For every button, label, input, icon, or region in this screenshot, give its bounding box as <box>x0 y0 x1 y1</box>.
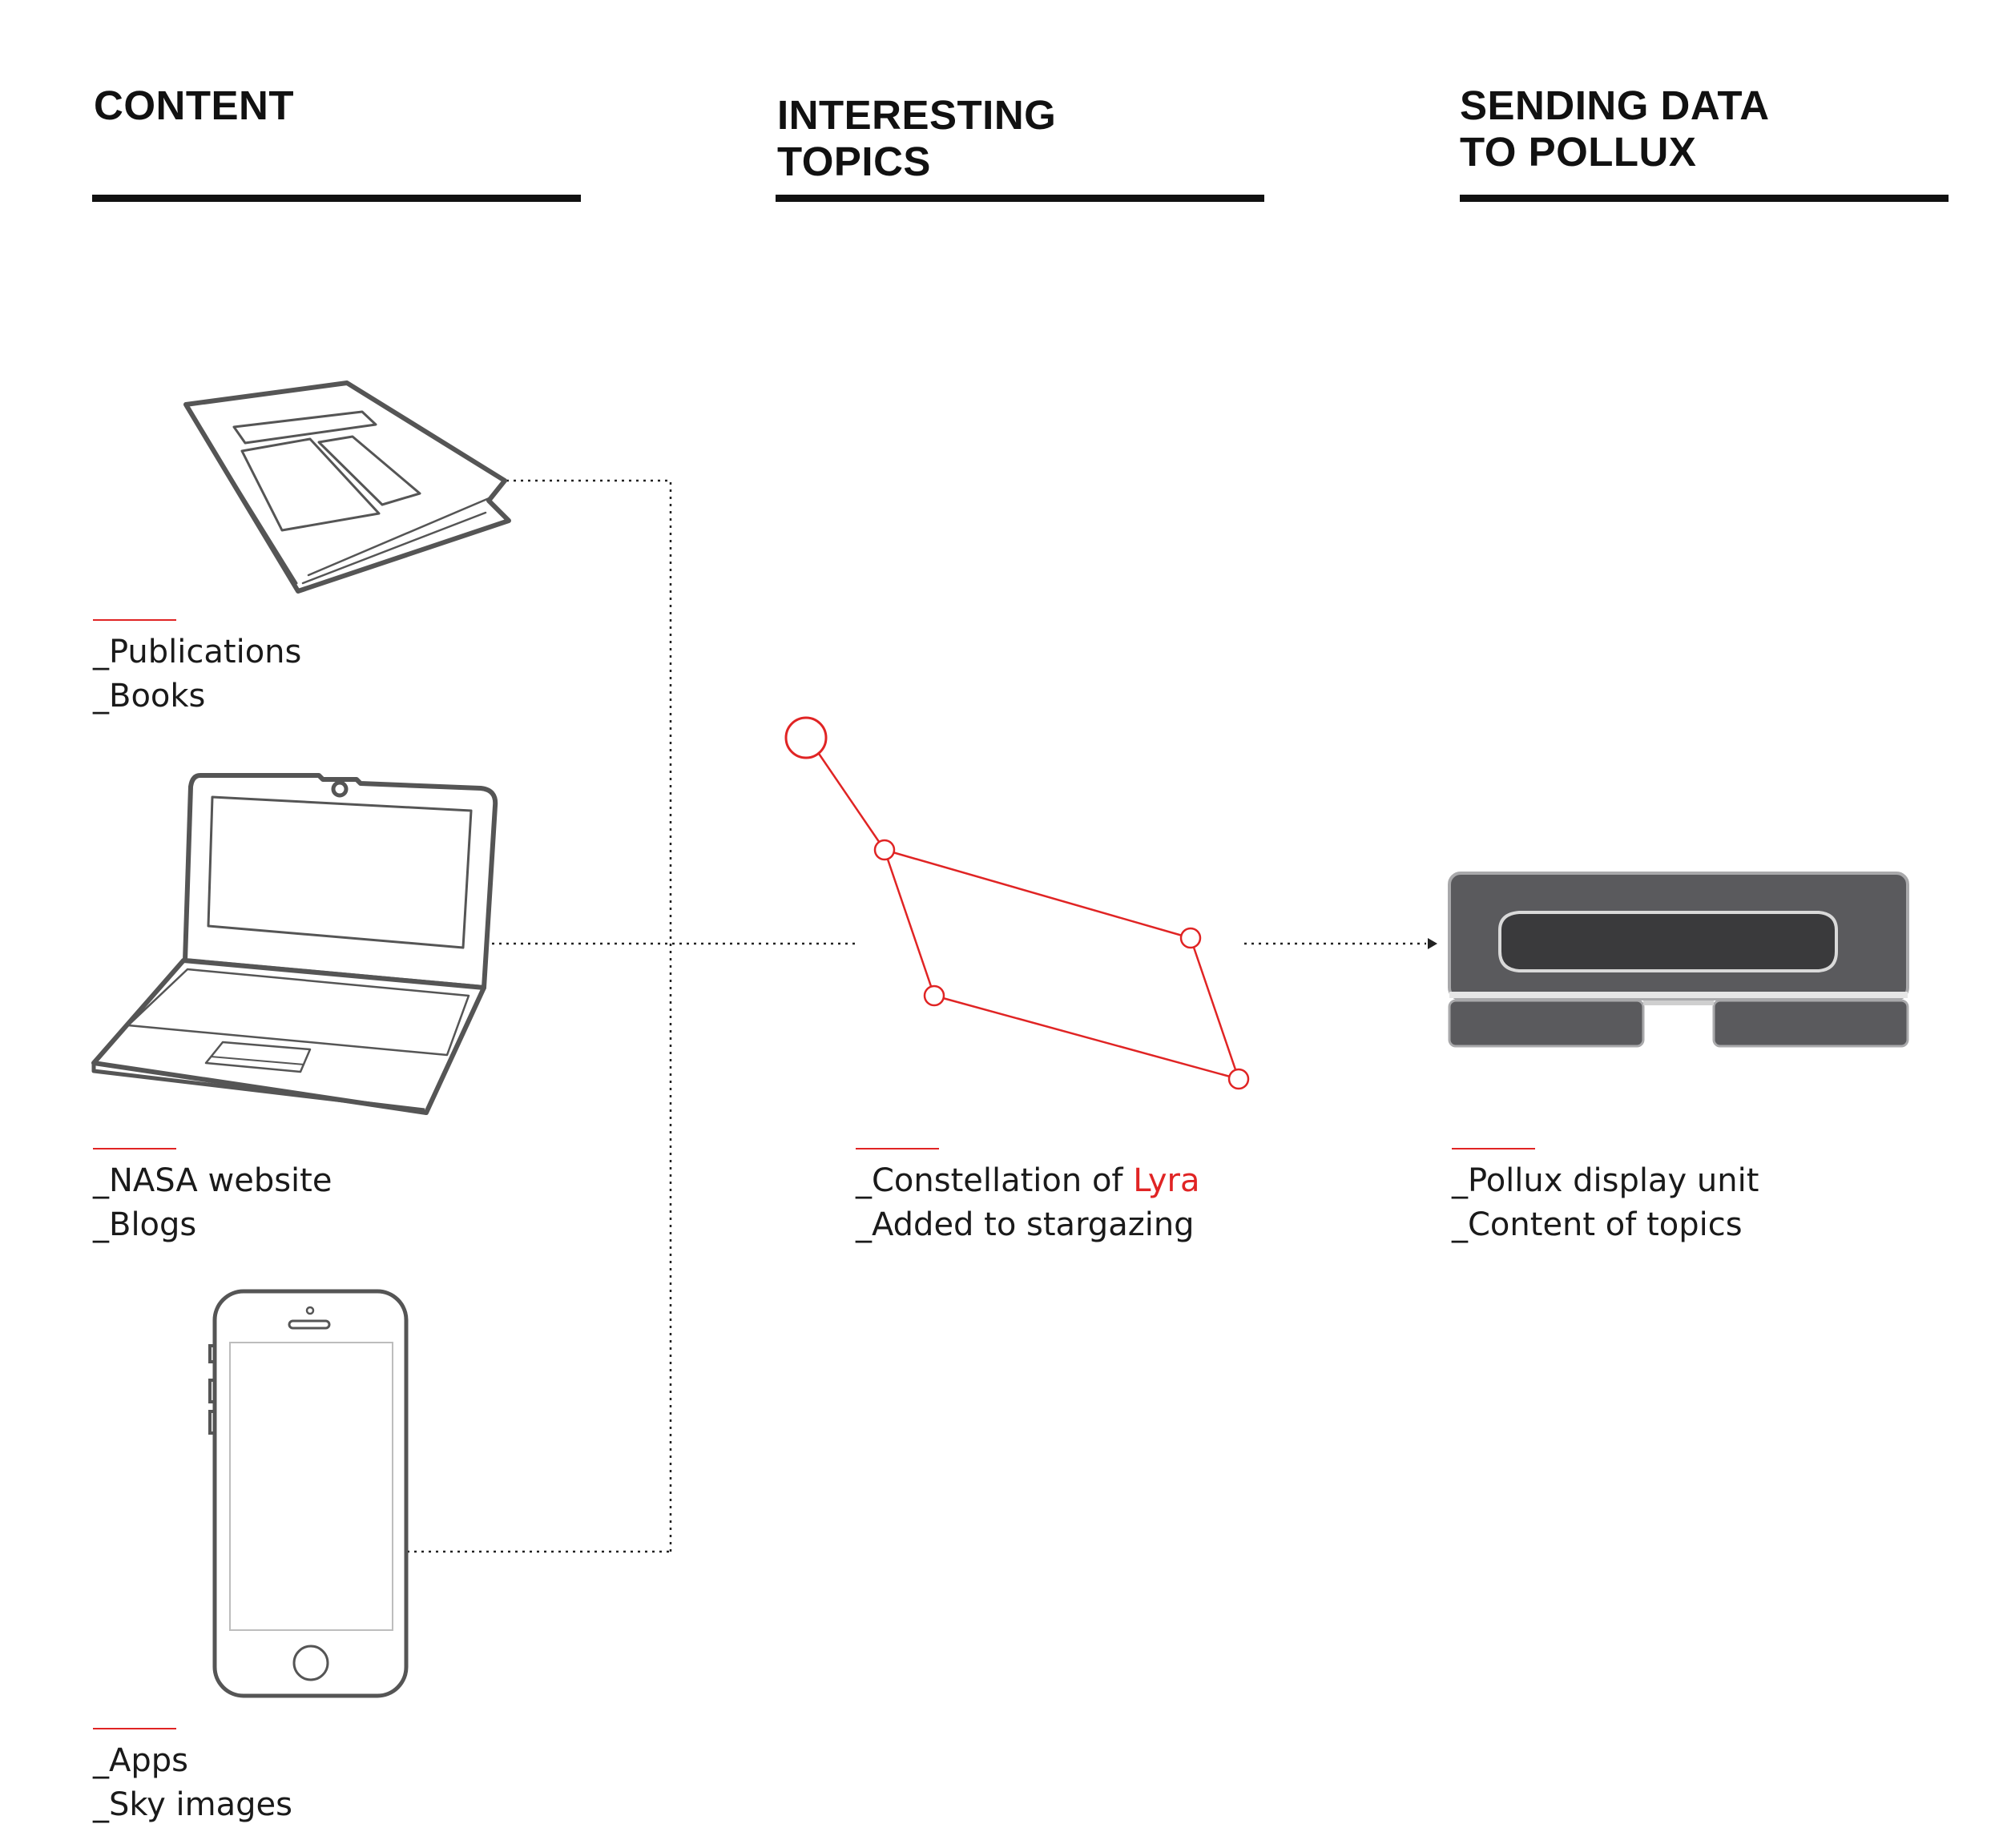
column-title-topics: INTERESTING TOPICS <box>777 92 1057 184</box>
column-rule-content <box>92 195 581 202</box>
caption-publications: _Publications _Books <box>93 619 301 719</box>
column-header-content: CONTENT <box>94 83 582 129</box>
caption-line: _Constellation of Lyra <box>856 1159 1199 1203</box>
caption-accent-rule <box>93 1728 176 1729</box>
magazine-icon <box>183 380 511 594</box>
caption-topic: _Constellation of Lyra _Added to stargaz… <box>856 1148 1199 1247</box>
lyra-constellation-icon <box>784 716 1250 1090</box>
caption-line: _Apps <box>93 1742 188 1779</box>
column-title-sending: SENDING DATA TO POLLUX <box>1460 83 1770 175</box>
caption-device: _Pollux display unit _Content of topics <box>1452 1148 1759 1247</box>
laptop-icon <box>91 773 498 1115</box>
caption-accent-rule <box>93 1148 176 1149</box>
caption-line: _Added to stargazing <box>856 1206 1195 1243</box>
pollux-display-unit-icon <box>1448 872 1909 1048</box>
connector-lines <box>320 479 1426 1553</box>
topic-prefix: _Constellation of <box>856 1162 1134 1199</box>
star <box>1179 927 1202 949</box>
caption-accent-rule <box>856 1148 939 1149</box>
star <box>873 839 896 861</box>
topic-highlight-lyra: Lyra <box>1133 1162 1200 1199</box>
caption-line: _Sky images <box>93 1786 292 1823</box>
star-vega <box>784 716 828 759</box>
star <box>1227 1068 1250 1090</box>
caption-line: _Content of topics <box>1452 1206 1743 1243</box>
column-header-topics: INTERESTING TOPICS <box>777 92 1266 185</box>
caption-websites: _NASA website _Blogs <box>93 1148 332 1247</box>
star <box>923 984 945 1007</box>
column-rule-topics <box>776 195 1264 202</box>
caption-line: _Publications <box>93 634 302 670</box>
caption-line: _Pollux display unit <box>1452 1162 1759 1199</box>
smartphone-icon <box>208 1289 409 1698</box>
caption-accent-rule <box>93 619 176 621</box>
caption-line: _Blogs <box>93 1206 197 1243</box>
caption-accent-rule <box>1452 1148 1535 1149</box>
column-rule-sending <box>1460 195 1949 202</box>
column-title-content: CONTENT <box>94 83 294 128</box>
column-header-sending: SENDING DATA TO POLLUX <box>1460 83 1949 175</box>
arrowhead-icon <box>1428 938 1437 949</box>
caption-line: _NASA website <box>93 1162 332 1199</box>
caption-line: _Books <box>93 678 206 715</box>
connector-magazine <box>449 479 672 1552</box>
caption-apps: _Apps _Sky images <box>93 1728 292 1827</box>
